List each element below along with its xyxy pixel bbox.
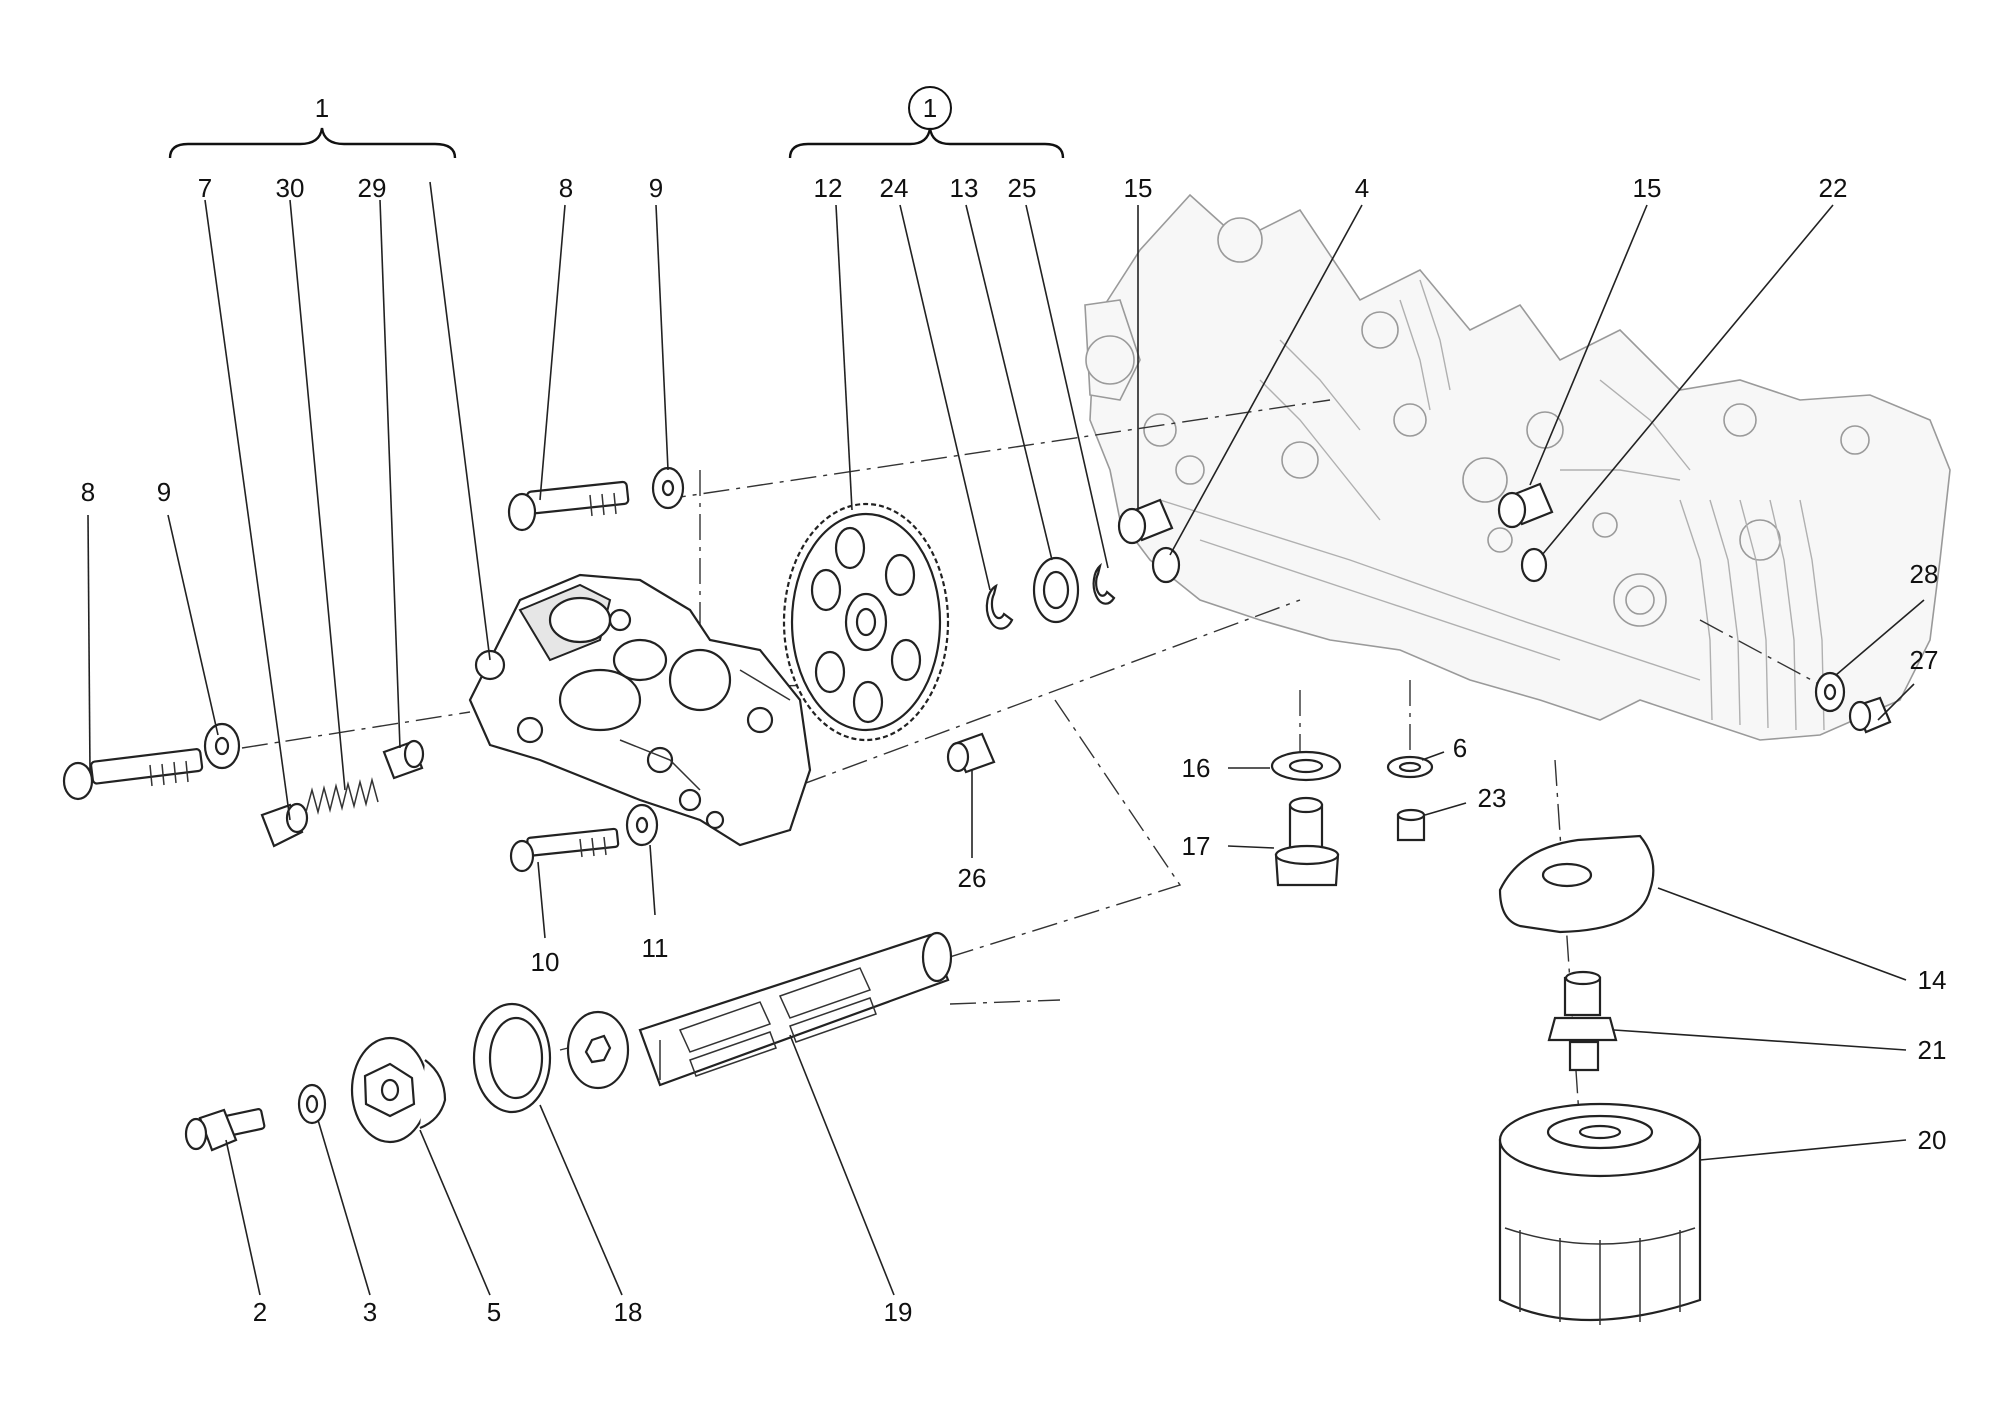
callout-9-top: 9 [648,173,664,203]
drain-plug-17 [1274,796,1340,887]
washer-9-left [203,722,241,770]
callout-5: 5 [486,1297,502,1327]
oil-strainer-19 [566,931,953,1090]
oil-pump-body [468,573,812,847]
callout-15-right: 15 [1632,173,1662,203]
callout-8-top: 8 [558,173,574,203]
callout-19: 19 [883,1297,913,1327]
group-bracket-pump [168,127,457,159]
callout-6: 6 [1452,733,1468,763]
dowel-15-left [1117,498,1174,545]
gasket-18 [472,1002,552,1114]
dowel-15-right [1497,482,1554,529]
snap-ring-24 [985,583,1014,630]
snap-ring-25 [1092,562,1116,605]
group-label-gear-circled: 1 [908,86,952,130]
callout-2: 2 [252,1297,268,1327]
callout-21: 21 [1917,1035,1947,1065]
crankcase-ghost [1084,193,1951,741]
callout-28: 28 [1909,559,1939,589]
washer-3 [297,1083,327,1125]
bolt-2 [184,1108,266,1152]
washer-6 [1386,755,1434,779]
callout-30: 30 [275,173,305,203]
bolt-8-left [62,748,204,801]
bolt-8-top [507,480,630,532]
o-ring-22 [1520,547,1548,583]
dowel-26 [946,732,996,774]
drive-gear-12 [782,502,950,742]
callout-14: 14 [1917,965,1947,995]
callout-10: 10 [530,947,560,977]
plug-23 [1396,808,1426,842]
plug-27 [1848,696,1892,734]
filter-nipple-21 [1547,970,1618,1072]
callout-11: 11 [641,933,669,963]
callout-18: 18 [613,1297,643,1327]
oil-filter-20 [1498,1102,1702,1325]
callout-8-left: 8 [80,477,96,507]
washer-11 [625,803,659,847]
plate-14-hole [1541,862,1593,888]
o-ring-4 [1151,546,1181,584]
bolt-10 [509,827,620,873]
washer-9-top [651,466,685,510]
bushing-13 [1032,556,1080,624]
plug-7 [260,802,309,848]
callout-3: 3 [362,1297,378,1327]
washer-28 [1814,671,1846,713]
relief-piston-29 [382,739,425,780]
washer-16 [1270,750,1342,782]
callout-4: 4 [1354,173,1370,203]
group-label-pump: 1 [314,93,330,123]
callout-12: 12 [813,173,843,203]
callout-7: 7 [197,173,213,203]
callout-27: 27 [1909,645,1939,675]
callout-23: 23 [1477,783,1507,813]
callout-25: 25 [1007,173,1037,203]
spring-30 [305,777,379,815]
callout-24: 24 [879,173,909,203]
callout-13: 13 [949,173,979,203]
callout-20: 20 [1917,1125,1947,1155]
cover-5 [350,1036,447,1144]
callout-26: 26 [957,863,987,893]
callout-16: 16 [1181,753,1211,783]
leader-lines [87,181,1925,1296]
group-bracket-gear [788,127,1065,159]
callout-9-left: 9 [156,477,172,507]
callout-29: 29 [357,173,387,203]
callout-15-left: 15 [1123,173,1153,203]
callout-17: 17 [1181,831,1211,861]
callout-22: 22 [1818,173,1848,203]
